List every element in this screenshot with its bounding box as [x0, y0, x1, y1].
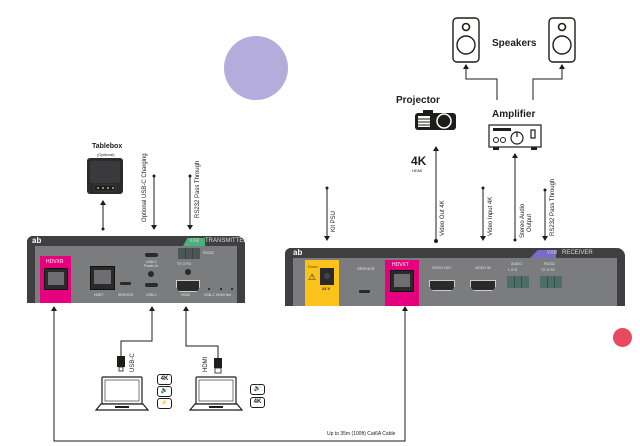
badge-4k-usbc: 4K	[157, 374, 172, 385]
hdmi-sub-label: HDMI	[412, 168, 423, 173]
led-net	[231, 288, 233, 290]
transmitter-service-label: SERVICE	[118, 293, 134, 297]
tablebox-label: Tablebox	[92, 143, 123, 150]
cat6a-cable-label: Up to 35m (100ft) Cat6A Cable	[327, 431, 396, 437]
transmitter-logo: ab	[32, 236, 42, 245]
receiver-hdmi-in-port[interactable]	[470, 280, 496, 291]
transmitter-hdbaset-panel: HDVXR	[40, 256, 71, 303]
stereo-audio-label: Stereo Audio	[520, 203, 526, 238]
transmitter-device: ab VXR TRANSMITTER HDVXR HDBT SERVICE US…	[27, 236, 248, 303]
projector-label: Projector	[396, 95, 440, 106]
stereo-audio-label-2: Output	[527, 213, 533, 232]
warning-icon: ⚠	[308, 272, 317, 282]
receiver-audio-terminal[interactable]	[507, 276, 529, 288]
transmitter-title: TRANSMITTER	[205, 238, 248, 244]
power-label: Power	[308, 265, 318, 269]
receiver-title: RECEIVER	[562, 250, 593, 256]
badge-charge-usbc-icon: ⚡	[157, 398, 172, 409]
transmitter-hdmi-port[interactable]	[176, 280, 200, 292]
transmitter-usbc-power-label: USB-C	[146, 260, 157, 264]
receiver-video-in-label: VIDEO IN	[475, 266, 491, 270]
optional-usbc-label: Optional USB-C Charging	[142, 153, 148, 222]
transmitter-model: VXR	[189, 238, 200, 244]
transmitter-rs232-label: RS232	[203, 251, 214, 255]
transmitter-led-labels: USB-C HDMI Net	[204, 293, 232, 297]
receiver-rs232-label: RS232	[544, 262, 555, 266]
receiver-service-label: SERVICE	[357, 266, 375, 271]
kit-psu-label: Kit PSU	[331, 210, 337, 232]
video-out-label: Video Out 4K	[440, 200, 446, 236]
transmitter-rs232-pins: TX G RX	[177, 262, 192, 266]
receiver-power-panel: Power ⚠ 24 V	[305, 260, 339, 306]
power-voltage: 24 V	[322, 286, 331, 291]
transmitter-usbc-power-port[interactable]	[145, 253, 158, 257]
transmitter-usbc-power-label-2: Power In	[144, 264, 158, 268]
rs232-tx-label: RS232 Pass Through	[195, 160, 201, 218]
receiver-audio-pins: L G R	[508, 268, 518, 272]
receiver-model: VXR	[547, 250, 558, 256]
receiver-hdmi-out-port[interactable]	[429, 280, 455, 291]
transmitter-rs232-terminal[interactable]	[178, 248, 200, 259]
receiver-hdbaset-panel: HDVXT	[385, 260, 419, 306]
usbc-cable-label: USB-C	[130, 353, 136, 372]
transmitter-network-port[interactable]	[90, 266, 115, 290]
receiver-audio-label: AUDIO	[511, 262, 523, 266]
led-hdmi	[220, 288, 222, 290]
receiver-top-bar	[285, 248, 625, 258]
transmitter-hdbaset-label: HDVXR	[46, 259, 64, 265]
receiver-device: ab VXR RECEIVER Power ⚠ 24 V SERVICE HDV…	[285, 248, 625, 306]
rs232-rx-label: RS232 Pass Through	[550, 178, 556, 236]
receiver-service-port[interactable]	[359, 290, 370, 293]
4k-label: 4K	[411, 154, 427, 168]
transmitter-accent	[183, 238, 205, 246]
transmitter-usbc-port[interactable]	[145, 283, 158, 287]
receiver-dc-jack[interactable]	[320, 268, 334, 285]
transmitter-rj45-port[interactable]	[44, 268, 68, 290]
transmitter-status-led	[148, 271, 154, 277]
receiver-logo: ab	[293, 248, 303, 257]
speakers-label: Speakers	[492, 38, 537, 49]
receiver-rs232-terminal[interactable]	[540, 276, 562, 288]
transmitter-usbc-label: USB-C	[146, 293, 157, 297]
receiver-hdbaset-label: HDVXT	[392, 262, 409, 268]
amplifier-label: Amplifier	[492, 109, 536, 120]
transmitter-top-bar	[27, 236, 245, 246]
transmitter-hdbt-label: HDBT	[94, 293, 104, 297]
hdmi-cable-label: HDMI	[203, 356, 209, 372]
led-usbc	[208, 288, 210, 290]
badge-audio-hdmi-icon: 🔊	[250, 384, 265, 395]
transmitter-service-port[interactable]	[120, 282, 131, 285]
lavender-circle	[224, 36, 288, 100]
transmitter-hdmi-label: HDMI	[181, 293, 190, 297]
receiver-video-out-label: VIDEO OUT	[432, 266, 452, 270]
badge-4k-hdmi: 4K	[250, 397, 265, 408]
receiver-accent	[530, 250, 556, 258]
badge-audio-usbc-icon: 🔊	[157, 386, 172, 397]
receiver-rs232-pins: TX G RX	[541, 268, 556, 272]
red-dot	[613, 328, 632, 347]
video-in-label: Video Input 4K	[488, 196, 494, 236]
transmitter-ir-led	[185, 269, 191, 275]
receiver-rj45-port[interactable]	[390, 270, 414, 292]
tablebox-optional-label: (Optional)	[97, 152, 115, 157]
